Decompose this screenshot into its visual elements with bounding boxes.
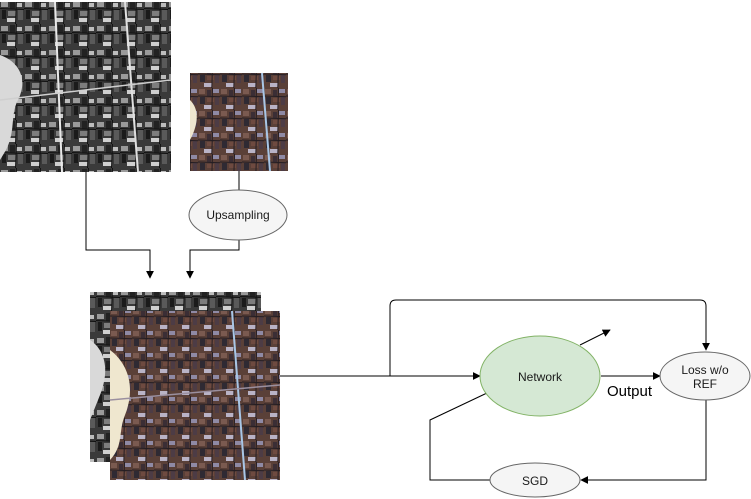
loss-label-line2: REF [693,377,717,391]
sgd-node: SGD [489,462,581,498]
edges [85,171,710,484]
edge-skip-to-loss [389,299,710,376]
upsampling-node: Upsampling [188,189,288,241]
ms-image [190,72,288,172]
network-node: Network [479,335,601,417]
stacked-input-images [90,292,281,481]
upsampling-label: Upsampling [206,208,269,222]
edge-loss-to-sgd [580,400,707,484]
pan-image [0,1,172,173]
loss-label-line1: Loss w/o [681,363,729,377]
edge-upsampling-to-stack [186,240,240,279]
edge-network-diagonal [579,329,611,346]
network-label: Network [518,370,563,384]
loss-node: Loss w/o REF [659,351,751,401]
edge-sgd-to-network [429,392,490,481]
edge-pan-to-stack [85,172,154,279]
sgd-label: SGD [522,474,548,488]
output-label: Output [607,383,653,400]
